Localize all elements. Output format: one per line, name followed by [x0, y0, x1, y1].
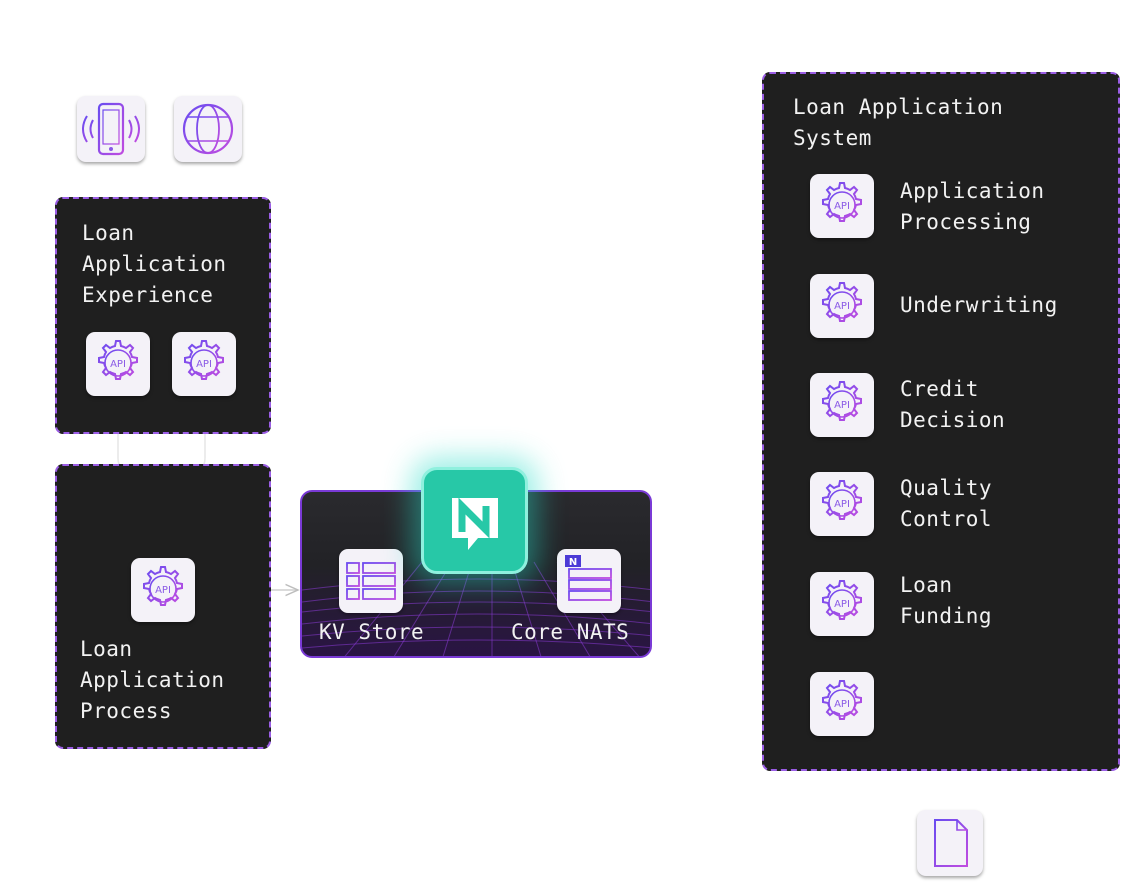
api-icon[interactable]	[810, 373, 874, 437]
api-icon[interactable]	[172, 332, 236, 396]
nats-cluster-box: KV Store N Core NATS	[300, 490, 652, 658]
document-icon	[917, 810, 983, 876]
service-label: Credit Decision	[900, 377, 1006, 432]
service-label: Underwriting	[900, 293, 1058, 317]
service-label: Application Processing	[900, 179, 1045, 234]
api-icon[interactable]	[810, 672, 874, 736]
api-icon[interactable]	[810, 572, 874, 636]
api-icon[interactable]	[86, 332, 150, 396]
experience-title: Loan Application Experience	[82, 221, 227, 307]
svg-text:N: N	[569, 557, 577, 568]
globe-icon	[174, 96, 242, 162]
mobile-phone-icon	[77, 96, 145, 162]
api-icon[interactable]	[810, 174, 874, 238]
api-icon[interactable]	[810, 472, 874, 536]
kv-store-label: KV Store	[319, 620, 425, 644]
core-nats-server-icon[interactable]: N	[557, 549, 621, 613]
process-title: Loan Application Process	[80, 637, 225, 723]
api-icon[interactable]	[131, 558, 195, 622]
system-title: Loan Application System	[793, 95, 1004, 150]
nats-logo-icon	[421, 467, 528, 574]
api-icon[interactable]	[810, 274, 874, 338]
experience-panel: Loan Application Experience	[55, 197, 271, 434]
service-label: Quality Control	[900, 476, 993, 531]
process-panel: Loan Application Process	[55, 464, 271, 749]
core-nats-label: Core NATS	[511, 620, 630, 644]
service-label: Loan Funding	[900, 573, 993, 628]
kv-store-icon[interactable]	[339, 549, 403, 613]
